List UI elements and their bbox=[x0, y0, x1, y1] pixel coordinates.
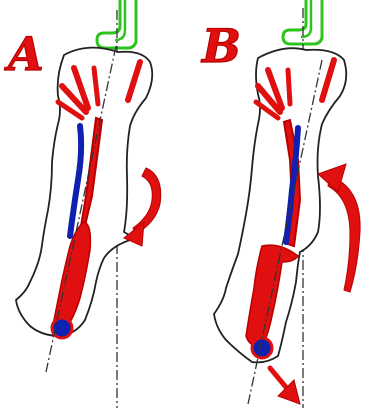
panel-b-rotation-arrow bbox=[318, 164, 360, 292]
panel-a-rotation-arrow bbox=[124, 168, 161, 246]
panel-b-label: B bbox=[200, 19, 241, 73]
panel-a-arrow-body bbox=[133, 168, 161, 234]
panel-a: A bbox=[4, 0, 161, 408]
panel-b-arrow-body bbox=[328, 176, 360, 292]
panel-b-muscle-fan-4 bbox=[288, 70, 290, 104]
panel-b-displacement-arrow bbox=[270, 368, 300, 404]
panel-a-label: A bbox=[4, 27, 44, 81]
panel-b: B bbox=[200, 0, 360, 408]
panel-b-joint-ball bbox=[252, 338, 272, 358]
